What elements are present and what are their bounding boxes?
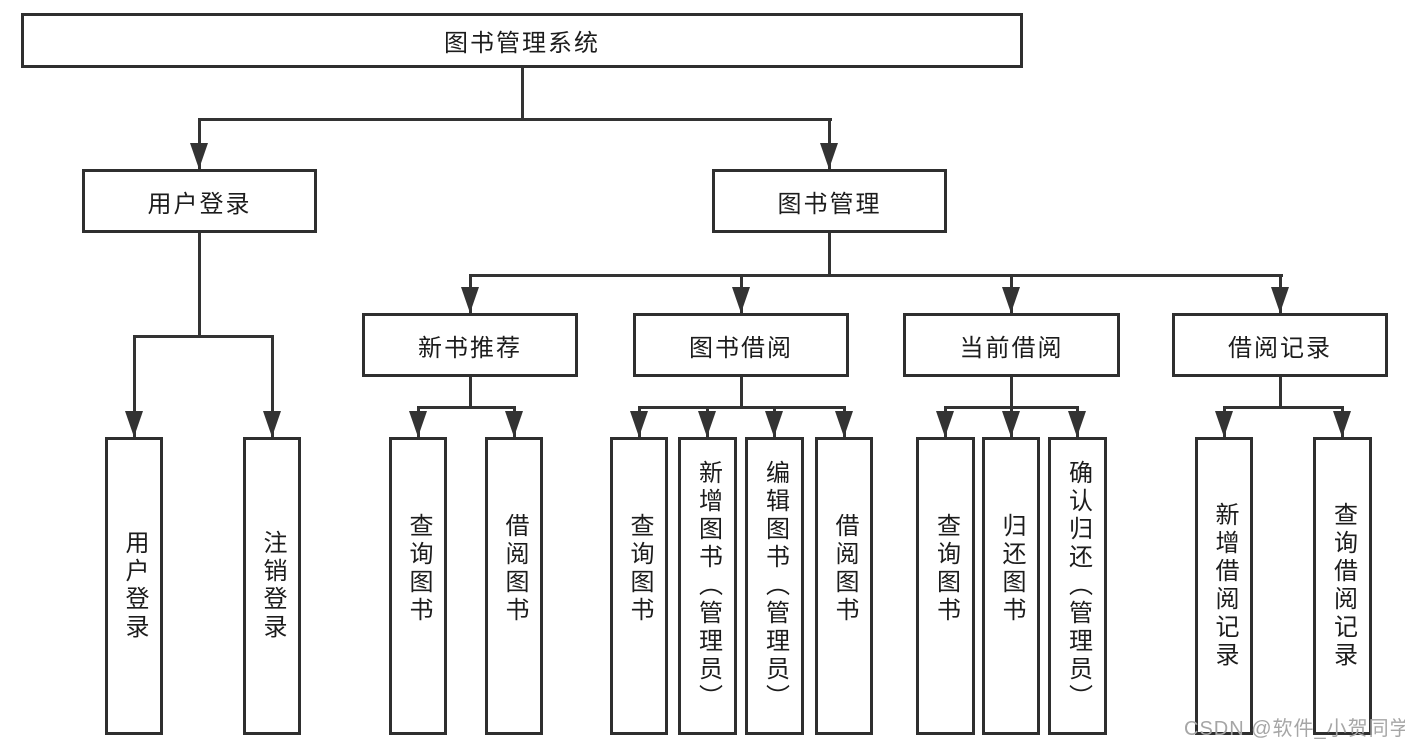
node-label: 借阅图书 — [501, 513, 528, 625]
leaf-query-books-2: 查询图书 — [610, 437, 668, 735]
node-borrowing-records: 借阅记录 — [1172, 313, 1388, 377]
connector-line — [133, 335, 274, 338]
arrow-down-icon — [820, 143, 838, 169]
arrow-down-icon — [1002, 287, 1020, 313]
node-book-management-branch: 图书管理 — [712, 169, 947, 233]
node-label: 新增图书（管理员） — [694, 460, 722, 712]
leaf-logout: 注销登录 — [243, 437, 301, 735]
node-book-borrowing: 图书借阅 — [633, 313, 849, 377]
connector-line — [271, 335, 274, 437]
connector-line — [1010, 377, 1013, 409]
node-label: 图书管理 — [777, 190, 882, 218]
node-label: 查询图书 — [932, 513, 960, 625]
connector-line — [417, 406, 516, 409]
connector-line — [638, 406, 846, 409]
node-new-book-recommend: 新书推荐 — [362, 313, 578, 377]
node-label: 当前借阅 — [959, 334, 1064, 362]
leaf-query-books-1: 查询图书 — [389, 437, 447, 735]
arrow-down-icon — [765, 411, 783, 437]
arrow-down-icon — [698, 411, 716, 437]
arrow-down-icon — [1068, 411, 1086, 437]
connector-line — [469, 274, 1283, 277]
node-label: 编辑图书（管理员） — [761, 460, 789, 712]
node-label: 新书推荐 — [418, 334, 522, 362]
leaf-confirm-return-admin: 确认归还（管理员） — [1048, 437, 1107, 735]
arrow-down-icon — [190, 143, 208, 169]
node-label: 查询图书 — [405, 513, 432, 625]
connector-line — [1223, 406, 1344, 409]
leaf-return-books: 归还图书 — [982, 437, 1040, 735]
csdn-watermark: CSDN @软件_小贺同学 — [1184, 718, 1405, 740]
node-label: 借阅图书 — [831, 513, 858, 625]
node-label: 用户登录 — [121, 530, 148, 642]
node-label: 借阅记录 — [1228, 334, 1332, 362]
node-label: 注销登录 — [259, 530, 286, 642]
node-label: 图书借阅 — [689, 334, 793, 362]
arrow-down-icon — [1215, 411, 1233, 437]
arrow-down-icon — [461, 287, 479, 313]
leaf-borrow-books-1: 借阅图书 — [485, 437, 543, 735]
leaf-edit-books-admin: 编辑图书（管理员） — [745, 437, 804, 735]
arrow-down-icon — [263, 411, 281, 437]
node-label: 归还图书 — [998, 513, 1025, 625]
arrow-down-icon — [505, 411, 523, 437]
connector-line — [740, 377, 743, 409]
connector-line — [198, 118, 832, 121]
node-label: 新增借阅记录 — [1211, 502, 1238, 670]
leaf-add-borrow-record: 新增借阅记录 — [1195, 437, 1253, 735]
leaf-borrow-books-2: 借阅图书 — [815, 437, 873, 735]
connector-line — [198, 233, 201, 338]
node-label: 查询图书 — [626, 513, 653, 625]
arrow-down-icon — [732, 287, 750, 313]
arrow-down-icon — [1271, 287, 1289, 313]
arrow-down-icon — [125, 411, 143, 437]
arrow-down-icon — [630, 411, 648, 437]
node-label: 查询借阅记录 — [1329, 502, 1357, 670]
arrow-down-icon — [835, 411, 853, 437]
node-label: 确认归还（管理员） — [1064, 460, 1092, 712]
leaf-query-books-3: 查询图书 — [916, 437, 975, 735]
arrow-down-icon — [1333, 411, 1351, 437]
leaf-user-login: 用户登录 — [105, 437, 163, 735]
leaf-query-borrow-record: 查询借阅记录 — [1313, 437, 1372, 735]
node-label: 图书管理系统 — [444, 30, 600, 57]
arrow-down-icon — [409, 411, 427, 437]
leaf-add-books-admin: 新增图书（管理员） — [678, 437, 737, 735]
arrow-down-icon — [936, 411, 954, 437]
connector-line — [521, 68, 524, 120]
connector-line — [469, 377, 472, 409]
node-user-login-branch: 用户登录 — [82, 169, 317, 233]
connector-line — [133, 335, 136, 437]
node-library-management-system: 图书管理系统 — [21, 13, 1023, 68]
node-label: 用户登录 — [147, 190, 252, 218]
arrow-down-icon — [1002, 411, 1020, 437]
node-current-borrowing: 当前借阅 — [903, 313, 1120, 377]
connector-line — [828, 233, 831, 277]
connector-line — [1279, 377, 1282, 409]
